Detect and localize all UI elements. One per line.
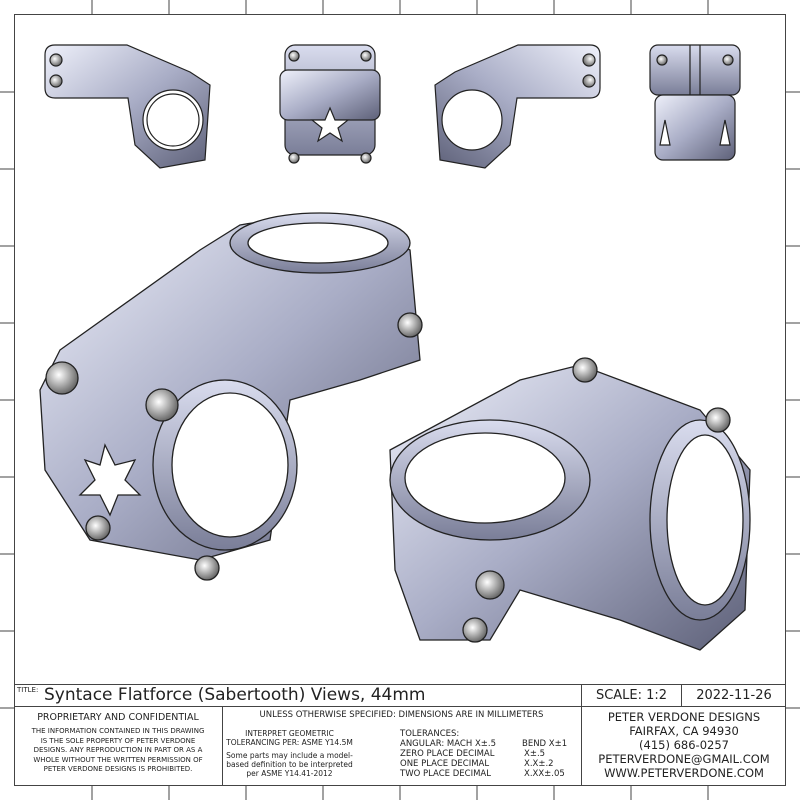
company-block: PETER VERDONE DESIGNS FAIRFAX, CA 94930 …: [582, 710, 786, 780]
scale: SCALE: 1:2: [595, 688, 668, 703]
interpret-line: INTERPRET GEOMETRIC: [245, 729, 334, 738]
proprietary-heading: PROPRIETARY AND CONFIDENTIAL: [37, 712, 199, 723]
proprietary-line: THE INFORMATION CONTAINED IN THIS DRAWIN…: [31, 727, 205, 735]
tolerance-value: X±.5: [524, 749, 546, 759]
mbd-line: per ASME Y14.41-2012: [246, 769, 333, 778]
isometric-view-front: [39, 212, 423, 581]
tolerance-value: X.XX±.05: [524, 769, 565, 779]
proprietary-line: PETER VERDONE DESIGNS IS PROHIBITED.: [43, 765, 193, 773]
tolerances-label: TOLERANCES:: [400, 729, 460, 739]
title-block-lines: [14, 684, 786, 786]
proprietary-line: DESIGNS. ANY REPRODUCTION IN PART OR AS …: [33, 746, 203, 754]
tolerances: TOLERANCES: ANGULAR: MACH X±.5 BEND X±1 Z…: [400, 729, 580, 779]
company-phone: (415) 686-0257: [639, 738, 729, 752]
side-view-right: [434, 44, 601, 169]
front-view: [279, 44, 381, 164]
company-name: PETER VERDONE DESIGNS: [607, 710, 761, 724]
tolerance-label: ANGULAR: MACH X±.5: [400, 739, 497, 749]
mbd-line: based definition to be interpreted: [226, 760, 353, 769]
tolerance-label: TWO PLACE DECIMAL: [400, 769, 491, 779]
proprietary-block: PROPRIETARY AND CONFIDENTIAL THE INFORMA…: [14, 712, 222, 775]
company-city: FAIRFAX, CA 94930: [629, 724, 739, 738]
company-email: PETERVERDONE@GMAIL.COM: [598, 752, 770, 766]
interpret-line: TOLERANCING PER: ASME Y14.5M: [226, 738, 353, 747]
isometric-view-rear: [389, 357, 751, 651]
interpret-note: INTERPRET GEOMETRIC TOLERANCING PER: ASM…: [222, 729, 357, 778]
tolerance-label: ZERO PLACE DECIMAL: [400, 749, 495, 759]
mbd-line: Some parts may include a model-: [226, 751, 353, 760]
tolerance-value: X.X±.2: [524, 759, 554, 769]
title-label: TITLE:: [17, 686, 39, 694]
rear-view: [649, 44, 741, 161]
proprietary-line: WHOLE WITHOUT THE WRITTEN PERMISSION OF: [33, 755, 203, 764]
tolerance-value: BEND X±1: [522, 739, 568, 749]
drawing-title: Syntace Flatforce (Sabertooth) Views, 44…: [44, 685, 426, 705]
company-website: WWW.PETERVERDONE.COM: [604, 766, 764, 780]
proprietary-line: IS THE SOLE PROPERTY OF PETER VERDONE: [40, 736, 196, 745]
side-view-left: [44, 44, 211, 169]
spec-heading: UNLESS OTHERWISE SPECIFIED: DIMENSIONS A…: [259, 710, 544, 720]
date: 2022-11-26: [696, 688, 772, 703]
tolerance-label: ONE PLACE DECIMAL: [400, 759, 490, 769]
